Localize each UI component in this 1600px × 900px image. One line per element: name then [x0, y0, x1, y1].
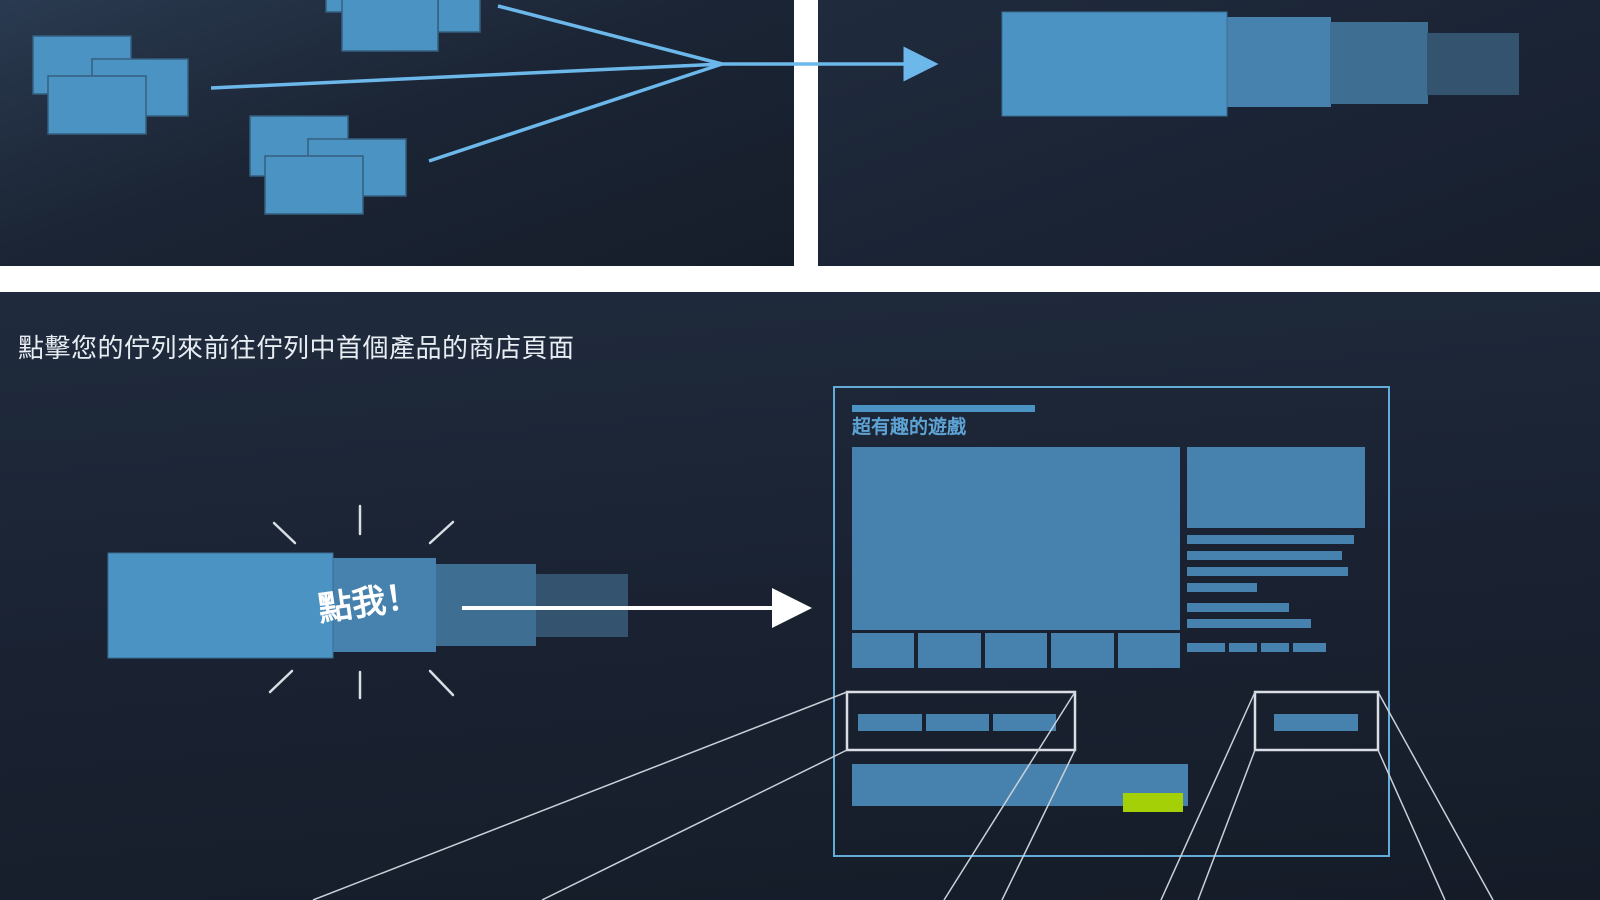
store-thumbnails	[852, 633, 1180, 668]
store-action-buttons	[845, 690, 1077, 752]
callout-lines	[312, 691, 1494, 900]
store-capsule-image	[1187, 447, 1365, 528]
store-page-mockup	[312, 386, 1494, 900]
card-stack-left	[32, 35, 189, 135]
store-game-title: 超有趣的遊戲	[852, 416, 967, 438]
store-breadcrumb	[852, 405, 1035, 412]
click-burst-icon	[268, 504, 455, 700]
card-stack-top	[325, 0, 481, 52]
store-description-lines	[1187, 535, 1354, 652]
click-queue[interactable]	[107, 552, 628, 659]
queue-result	[1001, 11, 1519, 117]
store-follow-button	[1253, 690, 1380, 752]
store-purchase-button	[1123, 793, 1183, 812]
queue-item-2	[332, 558, 436, 652]
queue-item-3	[436, 564, 536, 646]
card-stack-bottom	[249, 115, 407, 215]
store-main-media	[852, 447, 1180, 630]
queue-item-4	[536, 574, 628, 637]
merge-lines	[210, 4, 939, 163]
queue-item-1[interactable]	[107, 552, 334, 659]
instruction-text: 點擊您的佇列來前往佇列中首個產品的商店頁面	[18, 334, 575, 364]
